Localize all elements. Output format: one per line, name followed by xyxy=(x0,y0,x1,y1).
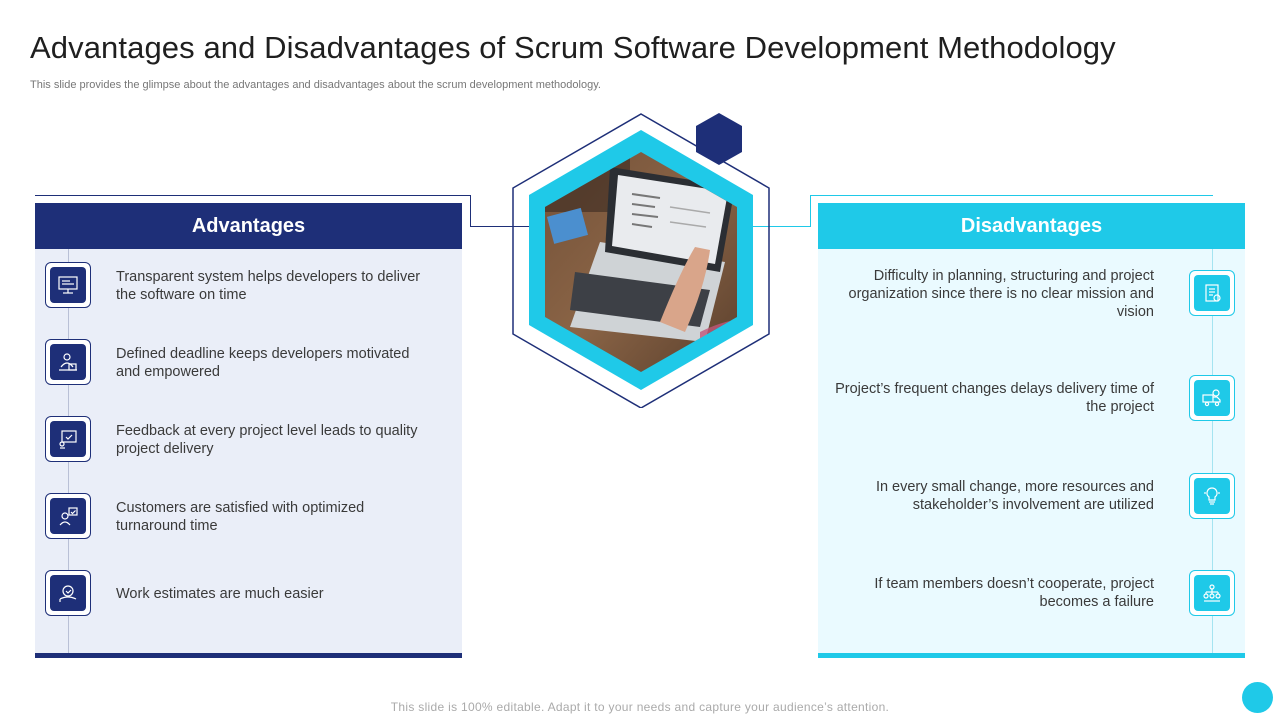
disadvantage-item: In every small change, more resources an… xyxy=(824,473,1235,519)
right-connector-vertical xyxy=(810,195,811,226)
left-connector-top xyxy=(35,195,471,196)
disadvantage-text: Project’s frequent changes delays delive… xyxy=(835,381,1154,415)
advantage-item: Feedback at every project level leads to… xyxy=(45,416,455,462)
advantage-text: Customers are satisfied with optimized t… xyxy=(116,500,365,534)
left-connector-horizontal xyxy=(470,226,532,227)
advantage-item: Transparent system helps developers to d… xyxy=(45,262,455,308)
advantage-text: Transparent system helps developers to d… xyxy=(116,269,421,303)
developer-icon xyxy=(45,339,91,385)
disadvantages-timeline xyxy=(1212,249,1213,653)
disadvantages-bottom-bar xyxy=(818,653,1245,658)
feedback-board-icon xyxy=(45,416,91,462)
customer-icon xyxy=(45,493,91,539)
disadvantages-panel: Disadvantages Difficulty in planning, st… xyxy=(818,203,1245,658)
disadvantage-text: If team members doesn’t cooperate, proje… xyxy=(874,576,1154,610)
decorative-hexagon xyxy=(696,113,742,165)
right-connector-horizontal xyxy=(752,226,811,227)
right-connector-top xyxy=(810,195,1213,196)
lightbulb-icon xyxy=(1189,473,1235,519)
advantage-text: Feedback at every project level leads to… xyxy=(116,423,418,457)
advantages-heading: Advantages xyxy=(35,203,462,249)
disadvantage-item: Difficulty in planning, structuring and … xyxy=(824,268,1235,326)
estimate-icon xyxy=(45,570,91,616)
advantage-text: Work estimates are much easier xyxy=(116,586,324,602)
advantage-item: Work estimates are much easier xyxy=(45,570,455,616)
page-title: Advantages and Disadvantages of Scrum So… xyxy=(30,30,1116,65)
advantage-item: Defined deadline keeps developers motiva… xyxy=(45,339,455,385)
page-subtitle: This slide provides the glimpse about th… xyxy=(30,79,601,91)
advantage-text: Defined deadline keeps developers motiva… xyxy=(116,346,410,380)
disadvantage-text: In every small change, more resources an… xyxy=(875,479,1154,513)
disadvantages-heading: Disadvantages xyxy=(818,203,1245,249)
delivery-truck-icon xyxy=(1189,375,1235,421)
disadvantage-item: Project’s frequent changes delays delive… xyxy=(824,375,1235,421)
advantages-bottom-bar xyxy=(35,653,462,658)
disadvantage-item: If team members doesn’t cooperate, proje… xyxy=(824,570,1235,616)
monitor-icon xyxy=(45,262,91,308)
disadvantage-text: Difficulty in planning, structuring and … xyxy=(848,268,1154,320)
advantage-item: Customers are satisfied with optimized t… xyxy=(45,493,455,539)
footer-note: This slide is 100% editable. Adapt it to… xyxy=(390,700,890,714)
team-hierarchy-icon xyxy=(1189,570,1235,616)
advantages-panel: Advantages Transparent system helps deve… xyxy=(35,203,462,658)
corner-decoration xyxy=(1242,682,1273,713)
checklist-icon xyxy=(1189,270,1235,316)
left-connector-vertical xyxy=(470,195,471,226)
central-hexagon-image xyxy=(510,112,772,409)
